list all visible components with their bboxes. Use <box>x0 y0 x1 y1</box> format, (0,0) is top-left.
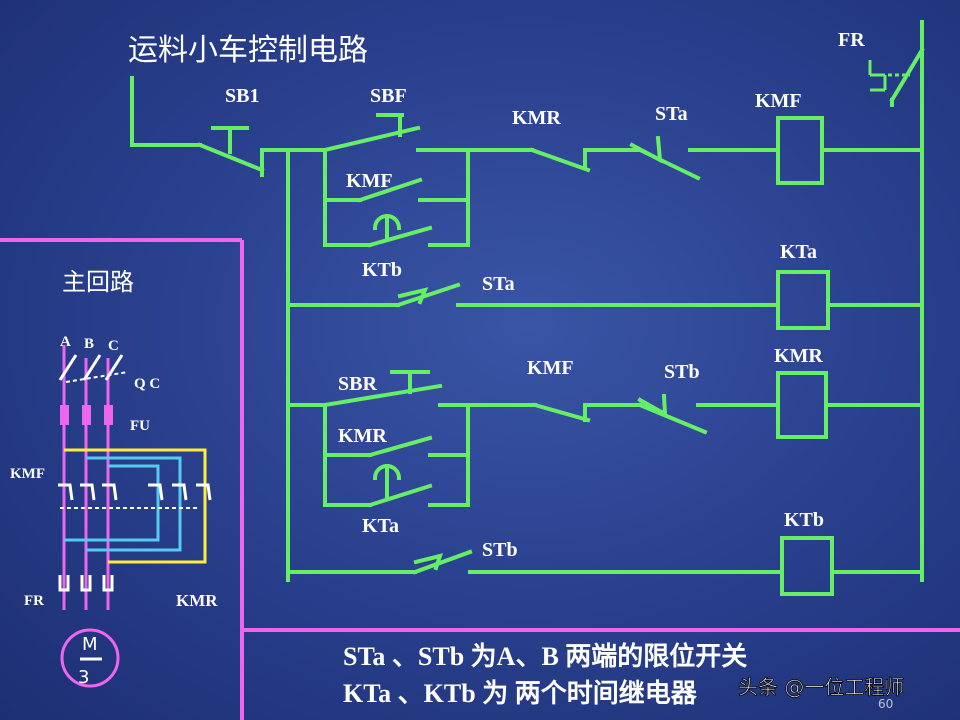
label-kmf-hold: KMF <box>346 170 393 192</box>
note-line-2: KTa 、KTb 为 两个时间继电器 <box>343 678 698 708</box>
motor-3: 3 <box>78 667 89 688</box>
label-stb-mid: STb <box>664 361 700 383</box>
label-kta-coil: KTa <box>780 241 817 263</box>
label-phase-b: B <box>84 336 94 352</box>
main-circuit-panel <box>0 238 960 720</box>
label-fr: FR <box>838 29 865 51</box>
label-mc-fr: FR <box>24 593 44 609</box>
label-kta-left: KTa <box>362 515 399 537</box>
label-ktb-coil: KTb <box>784 509 824 531</box>
label-sbr: SBR <box>338 373 377 395</box>
label-phase-c: C <box>108 338 119 354</box>
label-sbf: SBF <box>370 85 407 107</box>
label-kmr-top: KMR <box>512 107 561 129</box>
label-sb1: SB1 <box>225 85 259 107</box>
label-phase-a: A <box>60 334 71 350</box>
motor-m: M <box>82 634 98 655</box>
label-qc: Q C <box>134 376 160 392</box>
label-fu: FU <box>130 418 150 434</box>
label-mc-kmr: KMR <box>176 591 218 610</box>
label-stb-low: STb <box>482 539 518 561</box>
main-circuit-title: 主回路 <box>62 268 134 296</box>
label-ktb-left: KTb <box>362 259 402 281</box>
label-kmf-mid: KMF <box>527 357 574 379</box>
label-kmf-coil: KMF <box>755 90 802 112</box>
page-number: 60 <box>878 697 893 711</box>
watermark: 头条 @一位工程师 <box>738 675 904 699</box>
label-mc-kmf: KMF <box>10 466 45 482</box>
note-line-1: STa 、STb 为A、B 两端的限位开关 <box>343 641 747 671</box>
label-kmr-coil: KMR <box>774 345 823 367</box>
label-kmr-hold: KMR <box>338 425 387 447</box>
control-wiring <box>130 20 925 596</box>
label-sta-top: STa <box>655 103 688 125</box>
label-sta-mid: STa <box>482 273 515 295</box>
page-title: 运料小车控制电路 <box>128 33 368 68</box>
